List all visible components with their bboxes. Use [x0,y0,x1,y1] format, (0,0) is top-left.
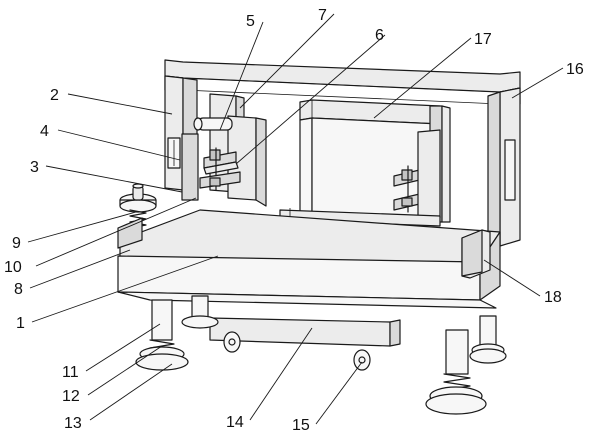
leg-front-left [135,299,189,371]
leg-front-right [425,329,487,415]
label-4: 4 [40,123,49,140]
leg-rear-left [181,295,219,329]
adjust-knob [119,183,157,229]
leader-8 [29,249,131,289]
caster-right [353,349,371,371]
leader-9 [27,211,137,243]
right-screw-clamp [393,129,441,221]
left-end-block [117,217,143,249]
leader-1 [31,255,219,323]
label-12: 12 [62,388,80,405]
table-top [117,209,501,301]
leader-6 [235,34,386,165]
label-5: 5 [246,13,255,30]
label-2: 2 [50,87,59,104]
leader-10 [35,197,197,267]
left-front-block [181,133,199,201]
leader-16 [511,67,564,99]
leader-17 [373,37,472,119]
leader-3 [45,165,183,193]
label-6: 6 [375,27,384,44]
leader-14 [249,327,313,421]
callout-labels: 5 7 6 17 16 2 4 3 9 10 8 1 18 11 12 13 1… [4,7,584,434]
stop-block [461,229,491,279]
label-10: 10 [4,259,22,276]
caster-left [223,331,241,353]
leader-4 [57,129,181,161]
right-column [487,87,521,247]
leg-rear-right [469,315,507,364]
leader-13 [89,363,173,421]
label-13: 13 [64,415,82,432]
leader-15 [315,361,363,425]
label-17: 17 [474,31,492,48]
left-clamp-assembly [193,93,267,207]
base-plate [117,291,497,347]
left-screw-clamp [199,147,241,191]
leader-18 [483,259,541,297]
leader-7 [239,13,335,109]
leader-12 [87,345,163,396]
right-column-slot [504,139,516,201]
leader-lines [27,13,564,425]
label-7: 7 [318,7,327,24]
label-11: 11 [62,364,79,381]
label-15: 15 [292,417,310,434]
label-8: 8 [14,281,23,298]
label-16: 16 [566,61,584,78]
label-9: 9 [12,235,21,252]
leader-5 [219,21,264,131]
label-14: 14 [226,414,244,431]
leader-2 [67,93,173,115]
label-1: 1 [16,315,25,332]
leader-11 [85,323,161,372]
guide-rod [197,117,233,131]
label-18: 18 [544,289,562,306]
label-3: 3 [30,159,39,176]
